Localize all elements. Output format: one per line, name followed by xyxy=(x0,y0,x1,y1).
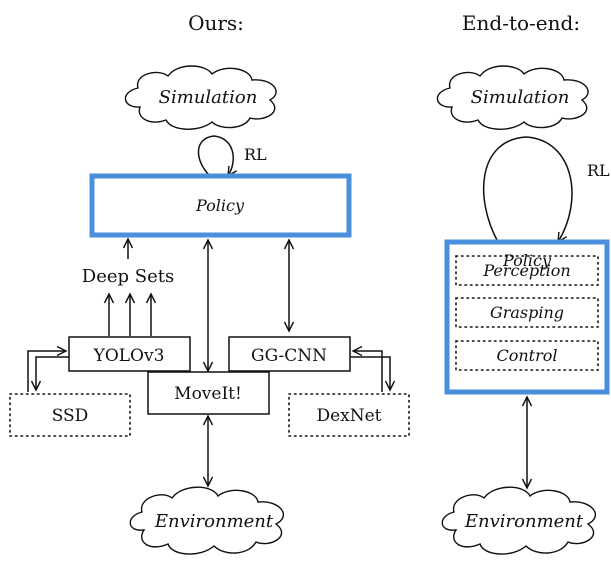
e2e-rl-label: RL xyxy=(587,161,610,180)
ours-policy-label: Policy xyxy=(195,196,245,215)
e2e-grasping-label: Grasping xyxy=(490,303,564,322)
ours-deep-sets-label: Deep Sets xyxy=(82,266,174,287)
ours-dexnet-label: DexNet xyxy=(316,406,381,426)
e2e-perception-label: Perception xyxy=(482,261,570,280)
e2e-rl-loop xyxy=(482,136,573,244)
ours-ggcnn-label: GG-CNN xyxy=(251,346,327,366)
e2e-control-box xyxy=(455,340,599,371)
e2e-environment-cloud: Environment xyxy=(441,486,596,555)
ours-simulation-cloud: Simulation xyxy=(124,65,277,130)
e2e-simulation-cloud: Simulation xyxy=(436,65,589,130)
ours-environment-label: Environment xyxy=(154,511,274,532)
ours-yolo-to-ssd-arrow xyxy=(30,356,69,392)
title-ours: Ours: xyxy=(188,11,244,35)
title-end-to-end: End-to-end: xyxy=(462,11,580,35)
e2e-perception-box xyxy=(455,255,599,286)
ours-dexnet-to-ggcnn-arrow xyxy=(351,345,383,392)
ours-ssd-label: SSD xyxy=(52,406,89,426)
e2e-policy-box xyxy=(444,239,610,395)
e2e-simulation-label: Simulation xyxy=(471,87,570,108)
ours-ssd-box xyxy=(9,393,131,437)
ours-yolo-box xyxy=(68,336,191,372)
ours-rl-loop xyxy=(197,135,237,178)
ours-ssd-to-yolo-arrow xyxy=(27,345,68,392)
ours-environment-cloud: Environment xyxy=(129,486,284,555)
ours-rl-label: RL xyxy=(244,145,267,164)
ours-policy-box xyxy=(89,173,352,238)
e2e-control-label: Control xyxy=(496,346,557,365)
e2e-grasping-box xyxy=(455,297,599,328)
ours-yolo-label: YOLOv3 xyxy=(93,346,165,366)
ours-simulation-label: Simulation xyxy=(159,87,258,108)
ours-ggcnn-to-dexnet-arrow xyxy=(350,356,396,392)
ours-moveit-label: MoveIt! xyxy=(174,384,242,404)
ours-moveit-box xyxy=(147,371,270,415)
ours-dexnet-box xyxy=(288,393,410,437)
e2e-environment-label: Environment xyxy=(464,511,584,532)
ours-ggcnn-box xyxy=(228,336,351,372)
